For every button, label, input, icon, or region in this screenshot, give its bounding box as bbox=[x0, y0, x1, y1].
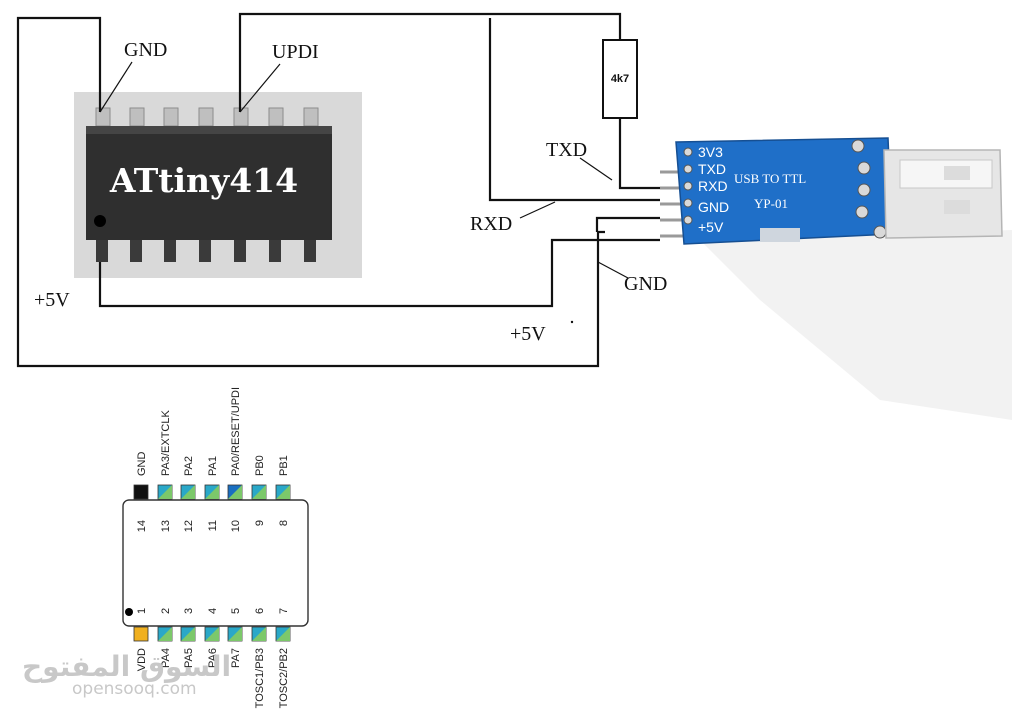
pin-pad-bottom-1 bbox=[133, 626, 149, 642]
pin-pad-accent bbox=[228, 485, 242, 499]
adapter-pcb-holes bbox=[683, 139, 887, 239]
pin-name-14: GND bbox=[136, 452, 148, 477]
chip-title: ATtiny414 bbox=[109, 161, 298, 200]
pin-name-12: PA2 bbox=[183, 456, 195, 476]
pin-name-10: PA0/RESET/UPDI bbox=[230, 387, 242, 476]
chip-body bbox=[86, 126, 332, 240]
pin-number-5: 5 bbox=[230, 608, 242, 614]
pin-name-13: PA3/EXTCLK bbox=[160, 410, 172, 476]
pin-pad-accent bbox=[276, 485, 290, 499]
label-rxd: RXD bbox=[470, 213, 512, 235]
label-updi: UPDI bbox=[272, 41, 319, 63]
pin-name-11: PA1 bbox=[207, 456, 219, 476]
pin-number-2: 2 bbox=[160, 608, 172, 614]
pin-number-9: 9 bbox=[254, 520, 266, 526]
pin-pad-accent bbox=[252, 485, 266, 499]
pin-name-6: TOSC1/PB3 bbox=[254, 648, 266, 708]
svg-text:+5V: +5V bbox=[698, 219, 724, 235]
adapter-model: YP-01 bbox=[754, 196, 788, 211]
pin-name-4: PA6 bbox=[207, 648, 219, 668]
svg-text:GND: GND bbox=[698, 199, 729, 215]
pin-number-13: 13 bbox=[160, 520, 172, 532]
pinout-pin1-dot bbox=[125, 608, 133, 616]
pin-pad-top-14 bbox=[133, 484, 149, 500]
resistor bbox=[602, 39, 638, 119]
pin-number-10: 10 bbox=[230, 520, 242, 532]
resistor-value: 4k7 bbox=[611, 73, 629, 85]
label-txd: TXD bbox=[546, 139, 587, 161]
adapter-chip bbox=[760, 228, 800, 242]
pin-number-8: 8 bbox=[278, 520, 290, 526]
svg-text:3V3: 3V3 bbox=[698, 144, 723, 160]
usb-plug bbox=[883, 149, 1003, 239]
pin-name-5: PA7 bbox=[230, 648, 242, 668]
pin-pad-accent bbox=[205, 485, 219, 499]
pin-name-1: VDD bbox=[136, 648, 148, 671]
pin-number-12: 12 bbox=[183, 520, 195, 532]
pin-pad-accent bbox=[252, 627, 266, 641]
pin-pad-accent bbox=[181, 485, 195, 499]
pinout-package bbox=[122, 499, 309, 627]
pin-number-11: 11 bbox=[207, 520, 219, 531]
wires bbox=[16, 12, 660, 368]
pin-pad-accent bbox=[228, 627, 242, 641]
pin-number-1: 1 bbox=[136, 608, 148, 614]
chip-bottom-pins bbox=[96, 240, 316, 262]
pin-number-4: 4 bbox=[207, 608, 219, 614]
chip-pin1-dot bbox=[94, 215, 106, 227]
label-gnd-adapter: GND bbox=[624, 273, 667, 295]
svg-text:TXD: TXD bbox=[698, 161, 726, 177]
pin-name-3: PA5 bbox=[183, 648, 195, 668]
pin-number-7: 7 bbox=[278, 608, 290, 614]
pin-number-14: 14 bbox=[136, 520, 148, 532]
adapter-shadow bbox=[700, 230, 1012, 420]
pin-name-2: PA4 bbox=[160, 648, 172, 668]
watermark-arabic: السوق المفتوح bbox=[22, 650, 231, 683]
pin-pad-accent bbox=[181, 627, 195, 641]
watermark-latin: opensooq.com bbox=[72, 679, 197, 699]
pin-pad-accent bbox=[158, 627, 172, 641]
chip-top-pins bbox=[95, 107, 319, 127]
label-vcc-chip: +5V bbox=[34, 289, 70, 311]
pin-name-8: PB1 bbox=[278, 455, 290, 476]
adapter-pin-labels: 3V3 TXD RXD GND +5V bbox=[698, 144, 729, 235]
svg-text:RXD: RXD bbox=[698, 178, 728, 194]
pin-name-9: PB0 bbox=[254, 455, 266, 476]
pin-number-6: 6 bbox=[254, 608, 266, 614]
label-vcc-adapter: +5V bbox=[510, 323, 546, 345]
pinout-top-pins: GND 14 PA3/EXTCLK 13 PA2 12 PA1 11 PA0/RESET/UPD… bbox=[133, 387, 291, 532]
adapter-title: USB TO TTL bbox=[734, 171, 806, 186]
label-gnd-chip: GND bbox=[124, 39, 167, 61]
pin-name-7: TOSC2/PB2 bbox=[278, 648, 290, 708]
label-leaders bbox=[99, 61, 629, 279]
pin-pad-accent bbox=[158, 485, 172, 499]
pin-pad-accent bbox=[276, 627, 290, 641]
pin-pad-accent bbox=[205, 627, 219, 641]
pin-number-3: 3 bbox=[183, 608, 195, 614]
